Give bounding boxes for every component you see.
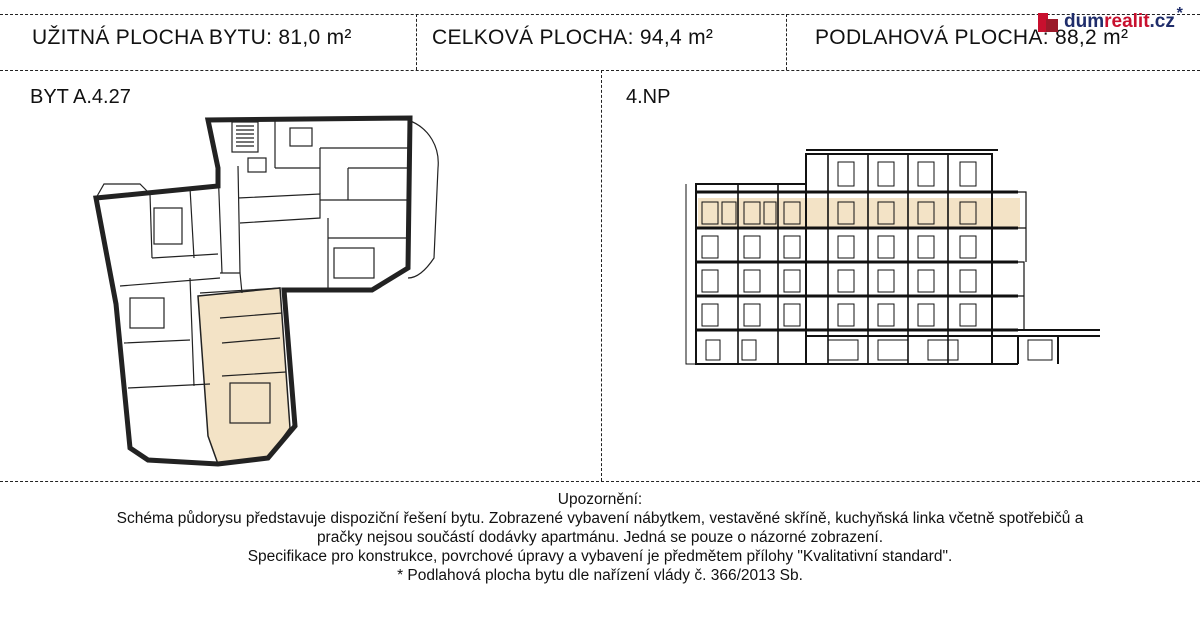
notice-block: Upozornění: Schéma půdorysu představuje … xyxy=(0,490,1200,585)
building-section xyxy=(685,149,1100,365)
dumrealit-logo[interactable]: dumrealit.cz * xyxy=(1036,5,1183,34)
notice-line-1: Schéma půdorysu představuje dispoziční ř… xyxy=(116,510,1084,527)
floor-label: 4.NP xyxy=(626,86,671,108)
floor-plan xyxy=(93,115,439,467)
plan-divider xyxy=(601,70,602,481)
floor-highlight xyxy=(698,198,1020,228)
unit-label: BYT A.4.27 xyxy=(30,86,131,108)
total-area-label: CELKOVÁ PLOCHA: 94,4 m² xyxy=(432,26,714,49)
top-border xyxy=(0,14,1200,15)
usable-area-label: UŽITNÁ PLOCHA BYTU: 81,0 m² xyxy=(32,26,352,49)
house-logo-icon xyxy=(1036,10,1060,34)
apartment-highlight xyxy=(197,287,291,465)
notice-line-2: pračky nejsou součástí dodávky apartmánu… xyxy=(316,529,884,546)
notice-title: Upozornění: xyxy=(557,491,643,508)
header-divider-2 xyxy=(786,14,787,70)
header-bottom-border xyxy=(0,70,1200,71)
notice-top-border xyxy=(0,481,1200,482)
header-divider-1 xyxy=(416,14,417,70)
logo-text: dumrealit.cz * xyxy=(1064,5,1183,32)
notice-line-3: Specifikace pro konstrukce, povrchové úp… xyxy=(247,548,953,565)
notice-line-4: * Podlahová plocha bytu dle nařízení vlá… xyxy=(397,567,803,584)
logo-star: * xyxy=(1176,5,1183,22)
